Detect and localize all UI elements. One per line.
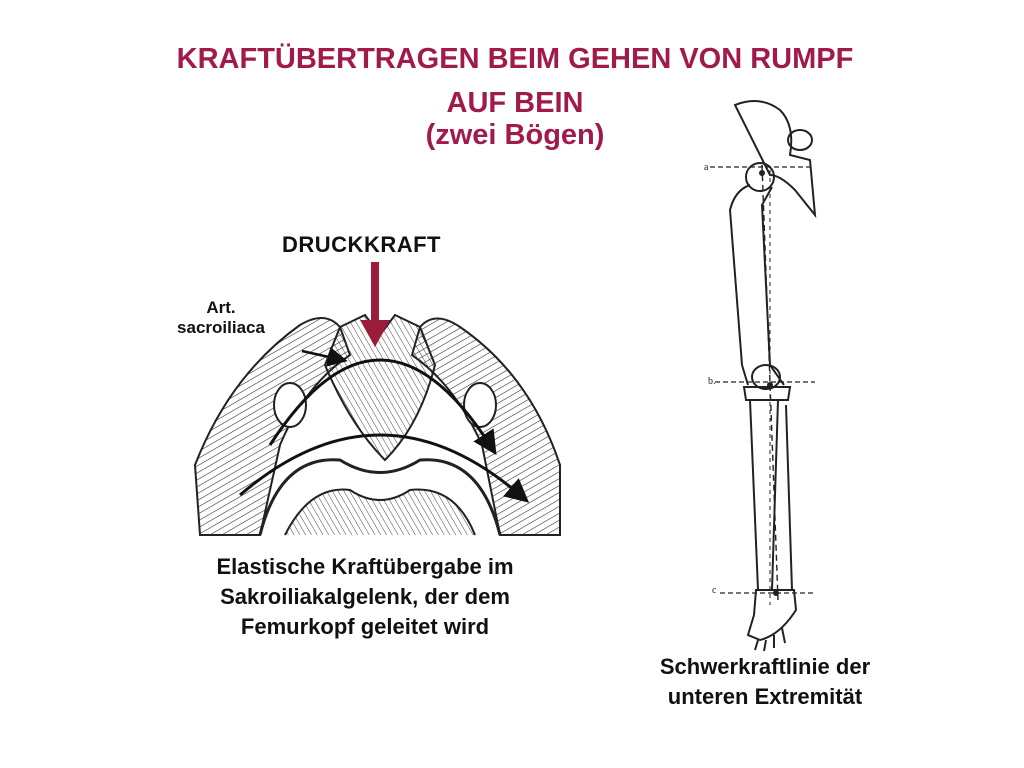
- leg-skeleton-illustration: [710, 100, 817, 652]
- pelvic-ring: [258, 458, 502, 536]
- level-marker-b: b.: [708, 376, 716, 387]
- slide-subtitle: (zwei Bögen): [425, 119, 605, 151]
- pelvis-caption-line2: Sakroiliakalgelenk, der dem: [220, 584, 510, 609]
- pelvis-caption-line3: Femurkopf geleitet wird: [240, 614, 490, 639]
- level-marker-a: a: [704, 162, 709, 173]
- pelvis-illustration: [193, 313, 561, 536]
- art-label-line2: sacroiliaca: [177, 318, 265, 337]
- slide-title-line2: AUF BEIN: [446, 87, 584, 119]
- force-arrow: [360, 262, 390, 347]
- art-sacroiliaca-label: Art. sacroiliaca: [156, 298, 286, 338]
- art-label-line1: Art.: [206, 298, 236, 317]
- druckkraft-label: DRUCKKRAFT: [282, 232, 441, 257]
- sacrum: [323, 313, 437, 462]
- pelvis-caption-line1: Elastische Kraftübergabe im: [216, 554, 514, 579]
- leg-caption: Schwerkraftlinie der unteren Extremität: [600, 652, 930, 712]
- level-marker-c: c: [712, 585, 717, 596]
- leg-caption-line2: unteren Extremität: [667, 684, 863, 709]
- leg-caption-line1: Schwerkraftlinie der: [659, 654, 871, 679]
- slide-title-line1: KRAFTÜBERTRAGEN BEIM GEHEN VON RUMPF: [176, 43, 854, 75]
- pelvis-caption: Elastische Kraftübergabe im Sakroiliakal…: [150, 552, 580, 642]
